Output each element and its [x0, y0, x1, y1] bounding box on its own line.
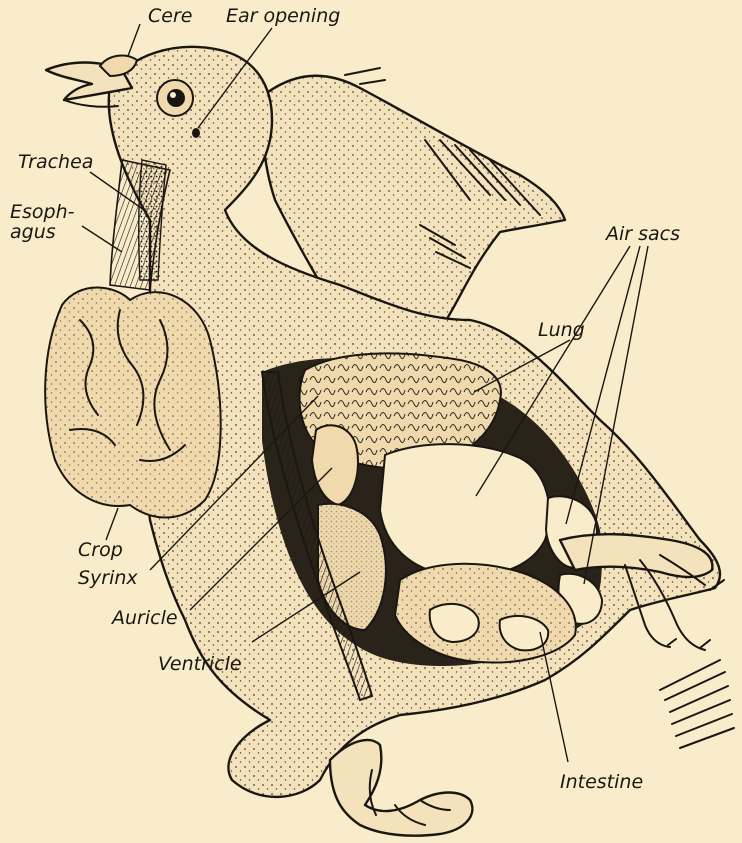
air-sac-1	[380, 444, 549, 576]
crop	[45, 288, 221, 518]
label-syrinx: Syrinx	[78, 567, 138, 589]
label-cere: Cere	[148, 5, 192, 27]
label-trachea: Trachea	[18, 151, 93, 173]
label-intestine: Intestine	[560, 771, 643, 793]
label-auricle: Auricle	[110, 607, 178, 629]
ear-opening	[192, 128, 200, 138]
label-lung: Lung	[538, 319, 585, 341]
lower-foot	[330, 740, 472, 836]
label-ear-opening: Ear opening	[226, 5, 340, 27]
tail-feathers	[660, 660, 734, 748]
label-ventricle: Ventricle	[158, 653, 242, 675]
leader-crop	[106, 508, 118, 540]
label-esophagus-line1: Esoph-	[10, 201, 75, 223]
leader-cere	[128, 24, 140, 56]
label-esophagus-line2: agus	[10, 221, 56, 243]
label-air-sacs: Air sacs	[604, 223, 680, 245]
label-crop: Crop	[78, 539, 123, 561]
